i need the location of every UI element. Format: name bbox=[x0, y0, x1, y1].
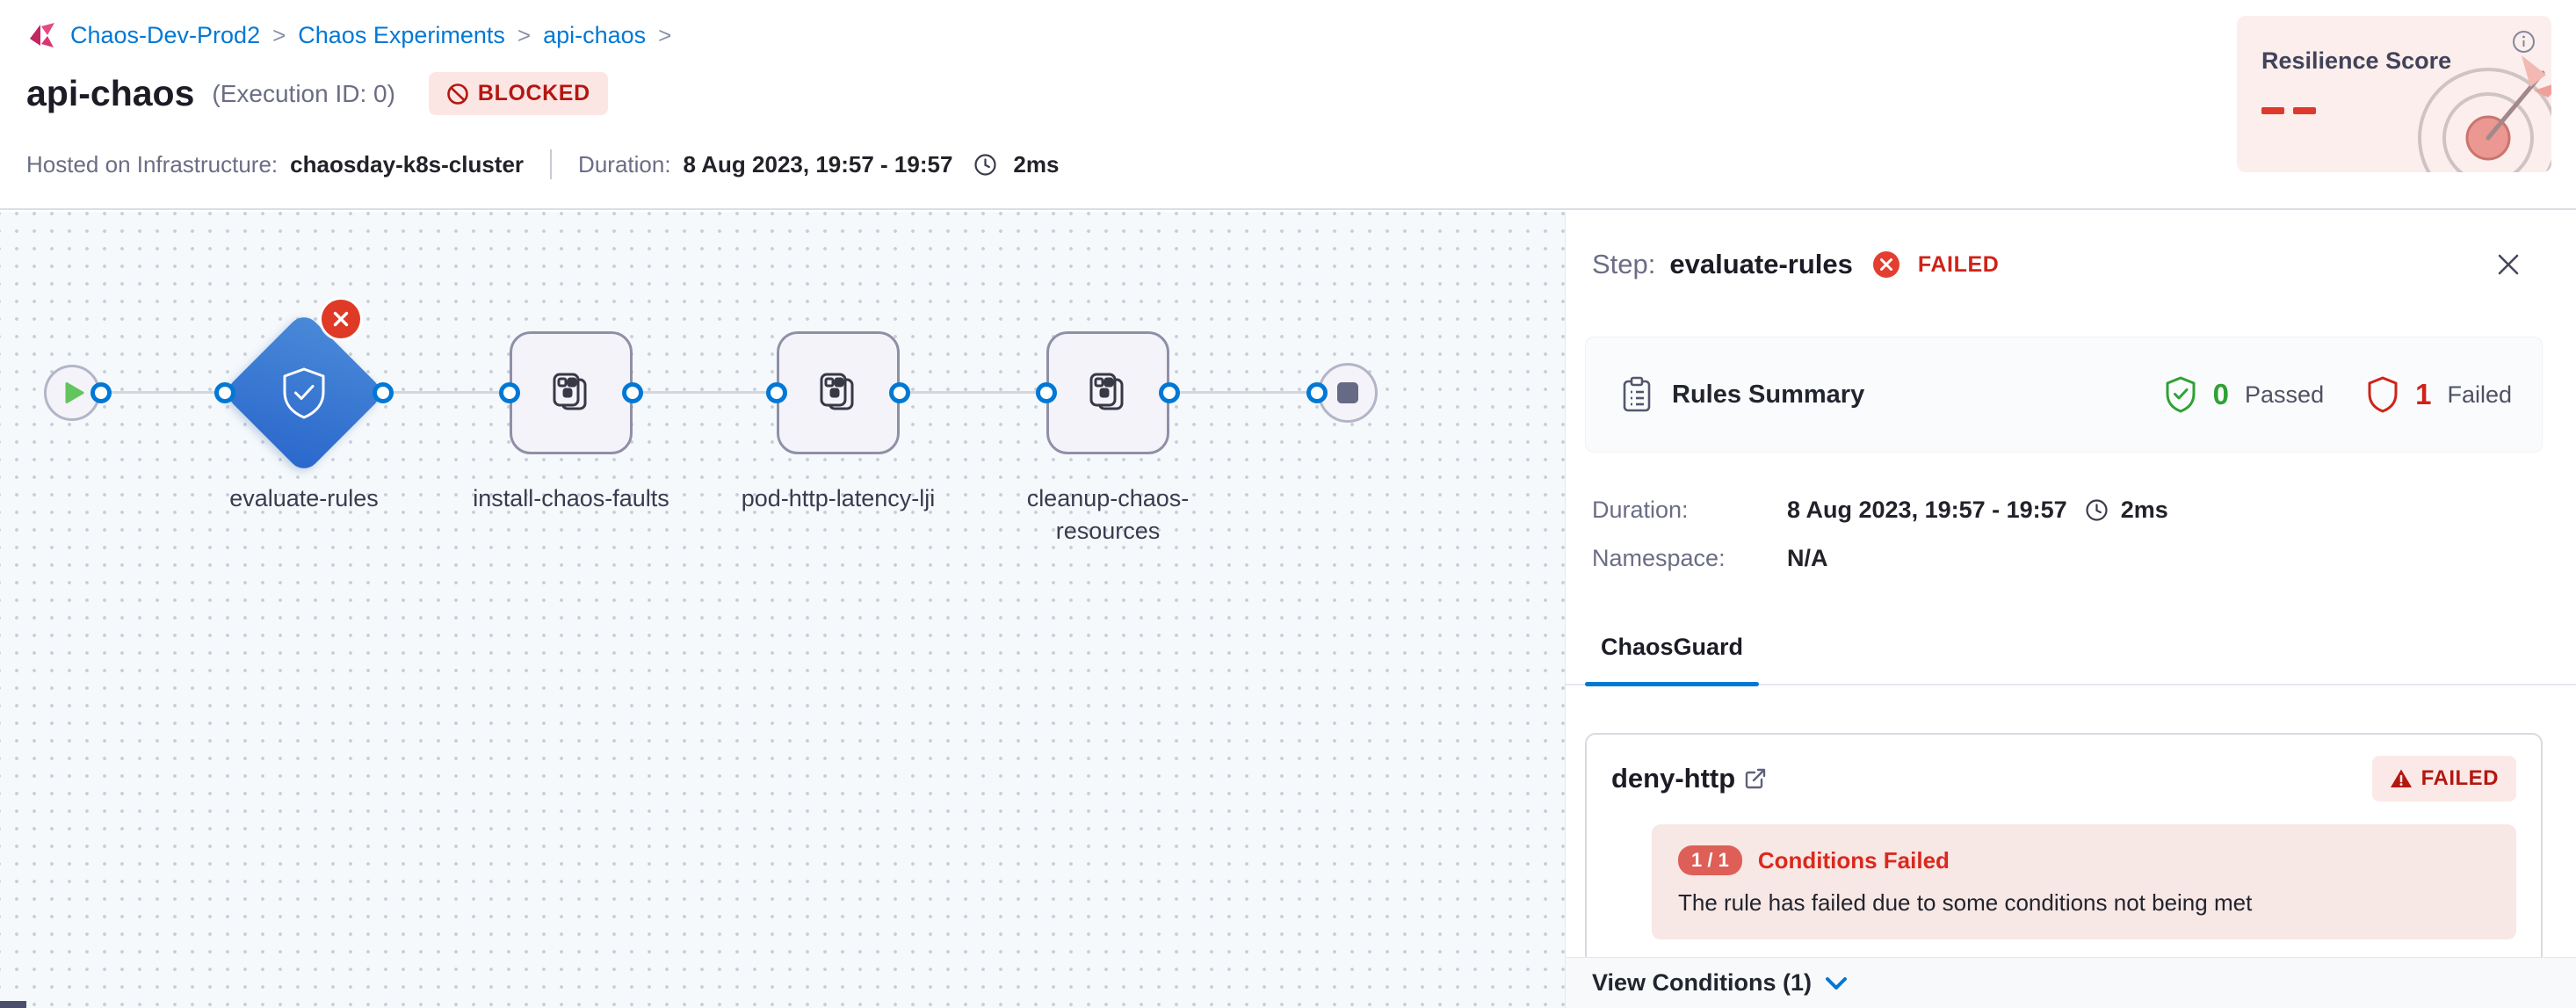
connector-dot[interactable] bbox=[889, 382, 910, 403]
view-conditions-label[interactable]: View Conditions (1) bbox=[1592, 969, 1813, 996]
step-label: Step: bbox=[1592, 249, 1656, 279]
connector-dot[interactable] bbox=[214, 382, 235, 403]
step-name: evaluate-rules bbox=[1669, 249, 1853, 279]
breadcrumb-separator: > bbox=[517, 21, 532, 48]
namespace-label: Namespace: bbox=[1592, 545, 1726, 571]
node-pod-http-latency[interactable] bbox=[777, 331, 900, 454]
pipeline-canvas[interactable]: evaluate-rules install-chaos-faults pod-… bbox=[0, 212, 1565, 1008]
node-label-pod-http-latency: pod-http-latency-lji bbox=[741, 485, 936, 511]
page-title: api-chaos bbox=[26, 73, 195, 113]
breadcrumb: Chaos-Dev-Prod2 > Chaos Experiments > ap… bbox=[26, 19, 671, 51]
stop-icon bbox=[1337, 382, 1358, 403]
node-failed-badge-icon bbox=[322, 300, 360, 338]
infra-value: chaosday-k8s-cluster bbox=[290, 150, 525, 178]
namespace-value: N/A bbox=[1787, 545, 1828, 571]
infra-label: Hosted on Infrastructure: bbox=[26, 150, 279, 178]
rules-summary-title: Rules Summary bbox=[1672, 380, 1865, 409]
breadcrumb-separator: > bbox=[272, 21, 286, 48]
clipboard-icon bbox=[1621, 376, 1653, 413]
chaos-fault-icon bbox=[553, 373, 587, 410]
clock-icon bbox=[973, 153, 997, 177]
rule-status-badge: FAILED bbox=[2371, 756, 2516, 801]
node-evaluate-rules[interactable] bbox=[221, 310, 387, 475]
chaos-fault-icon bbox=[1089, 373, 1124, 410]
panel-duration-value: 8 Aug 2023, 19:57 - 19:57 bbox=[1787, 497, 2067, 523]
chevron-down-icon[interactable] bbox=[1824, 975, 1849, 992]
execution-id-label: (Execution ID: 0) bbox=[212, 79, 395, 107]
rules-summary-card: Rules Summary 0 Passed 1 Failed bbox=[1585, 337, 2543, 453]
panel-tab-bar: ChaosGuard bbox=[1566, 634, 2576, 686]
blocked-label: BLOCKED bbox=[477, 81, 590, 105]
step-details-panel: Step: evaluate-rules FAILED bbox=[1565, 212, 2576, 1008]
rule-name: deny-http bbox=[1611, 763, 1736, 794]
conditions-failed-alert: 1 / 1 Conditions Failed The rule has fai… bbox=[1652, 824, 2516, 939]
connector-dot[interactable] bbox=[766, 382, 787, 403]
duration-label: Duration: bbox=[578, 150, 671, 178]
failed-circle-icon bbox=[1872, 250, 1900, 279]
node-label-evaluate-rules: evaluate-rules bbox=[229, 485, 379, 511]
step-status: FAILED bbox=[1917, 251, 2000, 277]
duration-row: Duration: 8 Aug 2023, 19:57 - 19:57 2ms bbox=[1592, 497, 2543, 524]
breadcrumb-experiment-name[interactable]: api-chaos bbox=[543, 21, 647, 48]
page-header: Chaos-Dev-Prod2 > Chaos Experiments > ap… bbox=[0, 0, 2576, 210]
resilience-score-value bbox=[2261, 107, 2316, 114]
panel-duration-elapsed: 2ms bbox=[2120, 497, 2168, 523]
canvas-horizontal-scrollbar[interactable] bbox=[0, 1001, 26, 1008]
rule-card-deny-http: deny-http bbox=[1585, 733, 2543, 966]
rule-status-label: FAILED bbox=[2420, 766, 2499, 790]
clock-icon bbox=[2085, 498, 2109, 522]
blocked-icon bbox=[446, 83, 469, 105]
connector-dot[interactable] bbox=[1036, 382, 1057, 403]
duration-value: 8 Aug 2023, 19:57 - 19:57 bbox=[683, 150, 953, 178]
node-label-cleanup-chaos-resources: cleanup-chaos-resources bbox=[1026, 485, 1190, 544]
conditions-failed-message: The rule has failed due to some conditio… bbox=[1678, 889, 2253, 916]
namespace-row: Namespace: N/A bbox=[1592, 545, 2543, 572]
divider bbox=[550, 149, 553, 179]
close-icon[interactable] bbox=[2493, 250, 2523, 279]
connector-dot[interactable] bbox=[622, 382, 643, 403]
connector-dot[interactable] bbox=[1306, 382, 1328, 403]
active-tab-indicator bbox=[1585, 682, 1760, 686]
breadcrumb-separator: > bbox=[658, 21, 672, 48]
node-cleanup-chaos-resources[interactable] bbox=[1046, 331, 1169, 454]
connector-dot[interactable] bbox=[90, 382, 112, 403]
tab-chaosguard[interactable]: ChaosGuard bbox=[1585, 634, 1760, 686]
pipeline-connector-line bbox=[72, 391, 1348, 394]
passed-label: Passed bbox=[2245, 381, 2325, 408]
chaos-fault-icon bbox=[820, 373, 854, 410]
conditions-failed-title: Conditions Failed bbox=[1757, 846, 1950, 874]
duration-elapsed: 2ms bbox=[1013, 150, 1060, 178]
play-icon bbox=[64, 381, 85, 404]
view-conditions-bar[interactable]: View Conditions (1) bbox=[1566, 957, 2576, 1008]
passed-count: 0 bbox=[2212, 378, 2230, 410]
shield-check-icon bbox=[278, 365, 330, 421]
status-badge-blocked: BLOCKED bbox=[428, 72, 608, 115]
connector-dot[interactable] bbox=[1159, 382, 1180, 403]
chaos-module-icon bbox=[26, 19, 58, 51]
breadcrumb-experiments[interactable]: Chaos Experiments bbox=[298, 21, 505, 48]
failed-count: 1 bbox=[2415, 378, 2432, 410]
connector-dot[interactable] bbox=[499, 382, 520, 403]
shield-failed-icon bbox=[2366, 376, 2399, 413]
resilience-score-title: Resilience Score bbox=[2261, 47, 2452, 74]
resilience-score-card: Resilience Score bbox=[2237, 16, 2551, 172]
external-link-icon[interactable] bbox=[1744, 767, 1767, 790]
connector-dot[interactable] bbox=[373, 382, 394, 403]
info-icon[interactable] bbox=[2512, 30, 2536, 58]
target-illustration-icon bbox=[2409, 41, 2551, 172]
tab-chaosguard-label: ChaosGuard bbox=[1601, 634, 1744, 660]
panel-duration-label: Duration: bbox=[1592, 497, 1689, 523]
warning-triangle-icon bbox=[2390, 768, 2413, 789]
conditions-count-pill: 1 / 1 bbox=[1678, 845, 1742, 875]
shield-passed-icon bbox=[2164, 376, 2197, 413]
node-label-install-chaos-faults: install-chaos-faults bbox=[473, 485, 669, 511]
failed-label: Failed bbox=[2447, 381, 2512, 408]
node-install-chaos-faults[interactable] bbox=[510, 331, 633, 454]
breadcrumb-project[interactable]: Chaos-Dev-Prod2 bbox=[70, 21, 261, 48]
